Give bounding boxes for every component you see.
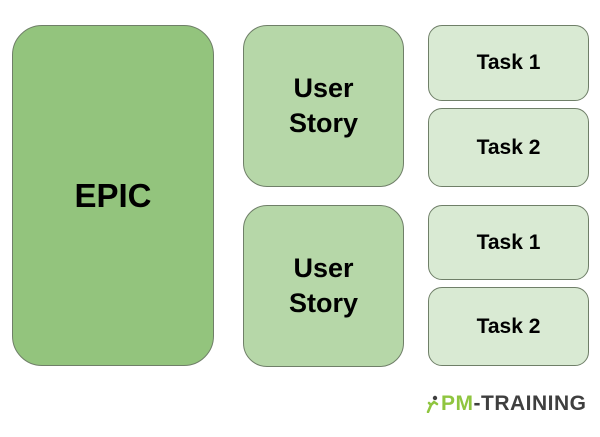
logo-pm: PM xyxy=(441,392,474,415)
user-story-box-1: User Story xyxy=(243,25,404,187)
logo-training: -TRAINING xyxy=(473,392,587,415)
task-box-1-1: Task 1 xyxy=(428,25,589,101)
task-label: Task 1 xyxy=(476,230,541,254)
task-label: Task 2 xyxy=(476,314,541,338)
task-label: Task 2 xyxy=(476,135,541,159)
pm-training-logo: PM-TRAINING xyxy=(425,392,587,416)
epic-label: EPIC xyxy=(74,176,152,214)
epic-box: EPIC xyxy=(12,25,214,366)
runner-icon xyxy=(426,395,439,413)
user-story-label: User Story xyxy=(288,252,359,318)
user-story-box-2: User Story xyxy=(243,205,404,367)
user-story-label: User Story xyxy=(288,72,359,138)
task-box-2-1: Task 1 xyxy=(428,205,589,280)
task-box-1-2: Task 2 xyxy=(428,108,589,187)
task-box-2-2: Task 2 xyxy=(428,287,589,366)
task-label: Task 1 xyxy=(476,51,541,74)
